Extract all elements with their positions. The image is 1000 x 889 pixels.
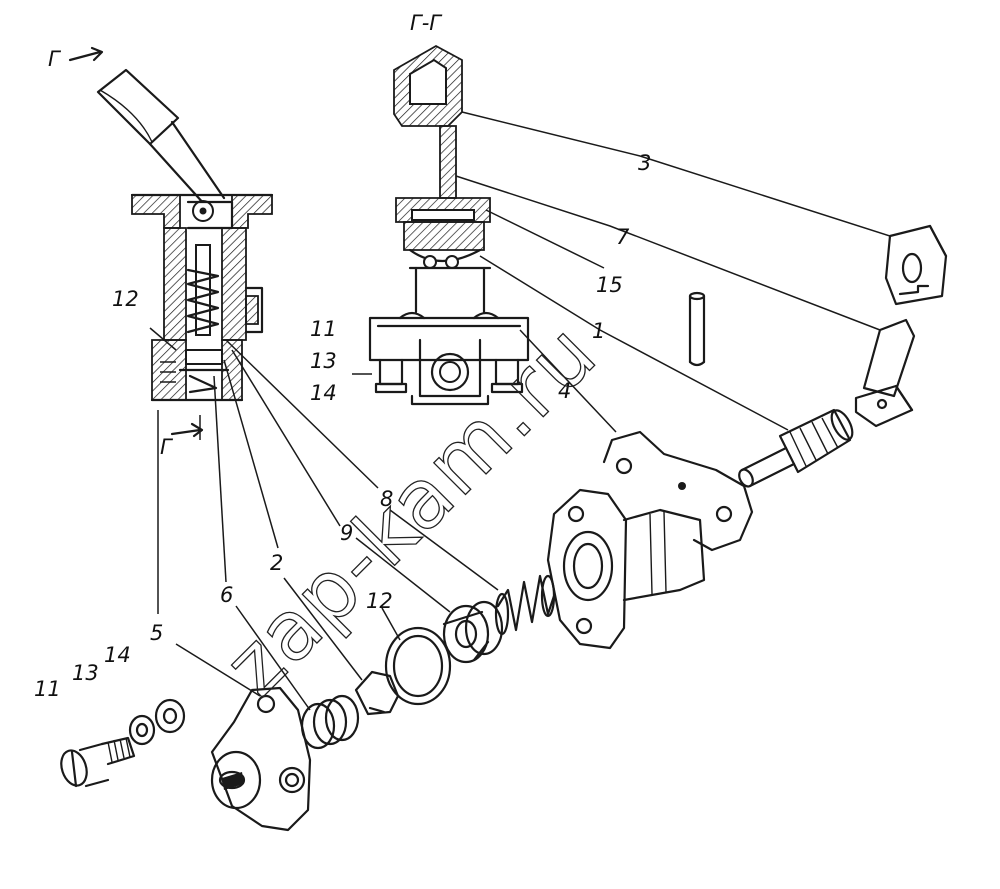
cut-marker-top: Г (48, 47, 62, 71)
part-4-housing (546, 430, 754, 650)
callout-13-exploded: 13 (72, 661, 99, 685)
section-g-g-view (368, 44, 530, 406)
callout-8: 8 (380, 487, 393, 511)
callout-12-section: 12 (112, 287, 139, 311)
part-13-washer (128, 714, 156, 746)
callout-5: 5 (150, 621, 163, 645)
callout-13-section: 13 (310, 349, 337, 373)
part-8-spring (494, 574, 556, 636)
callout-1: 1 (592, 319, 605, 343)
callout-12-exploded: 12 (366, 589, 393, 613)
callout-11-section: 11 (310, 317, 337, 341)
part-1-valve-stem (738, 408, 854, 488)
callout-15: 15 (596, 273, 623, 297)
part-5-cover (210, 686, 312, 832)
leader-lines (149, 111, 891, 711)
part-6-spring (300, 694, 360, 750)
section-title-label: Г-Г (410, 11, 443, 35)
callout-3: 3 (638, 151, 651, 175)
callout-9: 9 (340, 521, 353, 545)
callout-11-exploded: 11 (34, 677, 61, 701)
valve-sectional-view (68, 46, 274, 440)
part-15-pin (688, 291, 706, 367)
callout-14-section: 14 (310, 381, 337, 405)
callout-labels: Г-Г Г Г 3 7 15 1 4 11 13 14 12 8 9 2 12 … (34, 11, 651, 701)
part-11-screw (60, 736, 136, 788)
callout-2: 2 (270, 551, 283, 575)
callout-14-exploded: 14 (104, 643, 131, 667)
watermark-text: zap-kam.ru (207, 306, 616, 715)
part-9-bushing (442, 600, 504, 664)
callout-6: 6 (220, 583, 233, 607)
cut-marker-bottom: Г (160, 435, 174, 459)
callout-4: 4 (558, 379, 571, 403)
part-14-washer (154, 698, 186, 734)
part-12-gasket (384, 626, 452, 706)
part-2-valve-disc (354, 670, 400, 716)
callout-7: 7 (616, 225, 630, 249)
part-7-lever (854, 318, 916, 428)
part-3-knob (884, 224, 948, 306)
